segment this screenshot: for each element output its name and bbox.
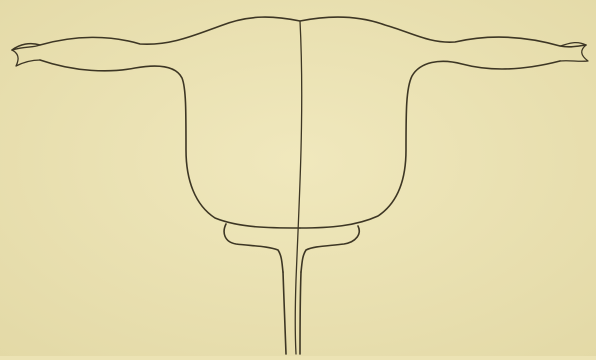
paper-background bbox=[0, 0, 596, 356]
uterus-outline-drawing bbox=[0, 0, 596, 356]
engraving-plate bbox=[0, 0, 596, 356]
